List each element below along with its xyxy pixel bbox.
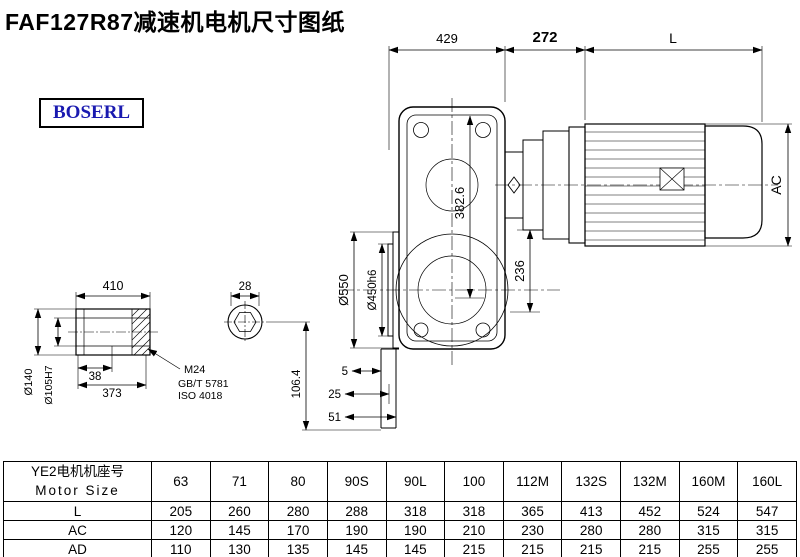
table-cell: 215 xyxy=(620,539,680,557)
table-cell: 318 xyxy=(385,501,446,521)
table-cell: 255 xyxy=(737,539,797,557)
hatching xyxy=(131,308,151,356)
shaft-end-view xyxy=(227,304,263,340)
dim-236-label: 236 xyxy=(512,260,527,282)
table-cell: 110 xyxy=(151,539,211,557)
breather-diamond-icon xyxy=(507,176,521,194)
hex-bolt xyxy=(233,312,257,332)
note-iso4018-label: ISO 4018 xyxy=(178,390,223,402)
table-cell: 315 xyxy=(678,520,739,540)
table-cell: 190 xyxy=(326,520,387,540)
table-cell: 452 xyxy=(620,501,680,521)
row-label-L: L xyxy=(3,501,152,521)
motor-view xyxy=(568,123,763,247)
dim-140-label: Ø140 xyxy=(23,369,35,396)
table-cell: 135 xyxy=(268,539,328,557)
table-header-cn: YE2电机机座号 xyxy=(30,464,125,480)
table-row-L: L 205 260 280 288 318 318 365 413 452 52… xyxy=(3,501,797,521)
table-cell: 215 xyxy=(444,539,504,557)
note-gbt5781-label: GB/T 5781 xyxy=(178,378,229,390)
table-cell: 280 xyxy=(561,520,621,540)
dim-L-label: L xyxy=(669,30,677,46)
fan-cover xyxy=(704,125,763,239)
dim-382-6-label: 382.6 xyxy=(452,187,467,220)
note-m24-label: M24 xyxy=(184,364,205,376)
brand-logo: BOSERL xyxy=(39,98,145,128)
table-cell: 205 xyxy=(151,501,211,521)
col-header: 90L xyxy=(385,461,446,502)
col-header: 160M xyxy=(678,461,739,502)
leader-line xyxy=(147,348,181,370)
col-header: 132S xyxy=(561,461,621,502)
row-label-AC: AC xyxy=(3,520,152,540)
table-cell: 120 xyxy=(151,520,211,540)
table-cell: 230 xyxy=(502,520,563,540)
col-header: 80 xyxy=(268,461,328,502)
table-cell: 413 xyxy=(561,501,621,521)
dim-5-label: 5 xyxy=(342,366,348,378)
centerlines xyxy=(68,98,778,368)
page-title: FAF127R87减速机电机尺寸图纸 xyxy=(5,9,346,35)
table-cell: 145 xyxy=(209,520,270,540)
table-header-en: Motor Size xyxy=(35,482,120,498)
col-header: 71 xyxy=(209,461,270,502)
dimension-labels: 429 272 L AC Ø550 Ø450h6 382.6 236 5 25 … xyxy=(23,29,784,424)
table-cell: 288 xyxy=(326,501,387,521)
table-cell: 170 xyxy=(268,520,328,540)
table-header-motor-size: YE2电机机座号 Motor Size xyxy=(3,461,152,502)
dim-450h6-label: Ø450h6 xyxy=(367,270,379,311)
table-cell: 318 xyxy=(444,501,504,521)
table-cell: 280 xyxy=(620,520,680,540)
dim-51-label: 51 xyxy=(328,412,341,424)
col-header: 112M xyxy=(502,461,563,502)
dim-373-label: 373 xyxy=(102,388,121,400)
dim-550-label: Ø550 xyxy=(336,274,351,306)
dim-429-label: 429 xyxy=(436,31,458,46)
col-header: 90S xyxy=(326,461,387,502)
table-cell: 365 xyxy=(502,501,563,521)
table-cell: 280 xyxy=(268,501,328,521)
table-cell: 255 xyxy=(678,539,739,557)
col-header: 160L xyxy=(737,461,797,502)
motor-size-table: YE2电机机座号 Motor Size 63 71 80 90S 90L 100… xyxy=(3,461,797,557)
dim-410-label: 410 xyxy=(103,279,124,293)
table-cell: 260 xyxy=(209,501,270,521)
table-cell: 215 xyxy=(502,539,563,557)
technical-drawing: 429 272 L AC Ø550 Ø450h6 382.6 236 5 25 … xyxy=(23,29,792,431)
dim-38-label: 38 xyxy=(89,371,102,383)
col-header: 100 xyxy=(444,461,504,502)
table-row-AC: AC 120 145 170 190 190 210 230 280 280 3… xyxy=(3,520,797,540)
table-cell: 210 xyxy=(444,520,504,540)
shaft-detail xyxy=(75,308,181,370)
motor-fins xyxy=(585,131,705,241)
dimension-lines xyxy=(34,46,792,431)
dim-105h7-label: Ø105H7 xyxy=(43,365,55,404)
table-cell: 215 xyxy=(561,539,621,557)
table-cell: 190 xyxy=(385,520,446,540)
table-cell: 524 xyxy=(678,501,739,521)
table-cell: 547 xyxy=(737,501,797,521)
table-cell: 145 xyxy=(326,539,387,557)
table-row-AD: AD 110 130 135 145 145 215 215 215 215 2… xyxy=(3,539,797,557)
gearbox-view xyxy=(380,106,509,429)
row-label-AD: AD xyxy=(3,539,152,557)
dim-28-label: 28 xyxy=(239,281,252,293)
dim-272-label: 272 xyxy=(532,29,557,46)
table-cell: 145 xyxy=(385,539,446,557)
col-header: 132M xyxy=(620,461,680,502)
dim-25-label: 25 xyxy=(328,389,341,401)
dim-106-4-label: 106.4 xyxy=(291,369,303,398)
table-cell: 130 xyxy=(209,539,270,557)
col-header: 63 xyxy=(151,461,211,502)
table-cell: 315 xyxy=(737,520,797,540)
dim-AC-label: AC xyxy=(768,175,784,194)
motor-size-table-wrap: YE2电机机座号 Motor Size 63 71 80 90S 90L 100… xyxy=(3,461,797,557)
